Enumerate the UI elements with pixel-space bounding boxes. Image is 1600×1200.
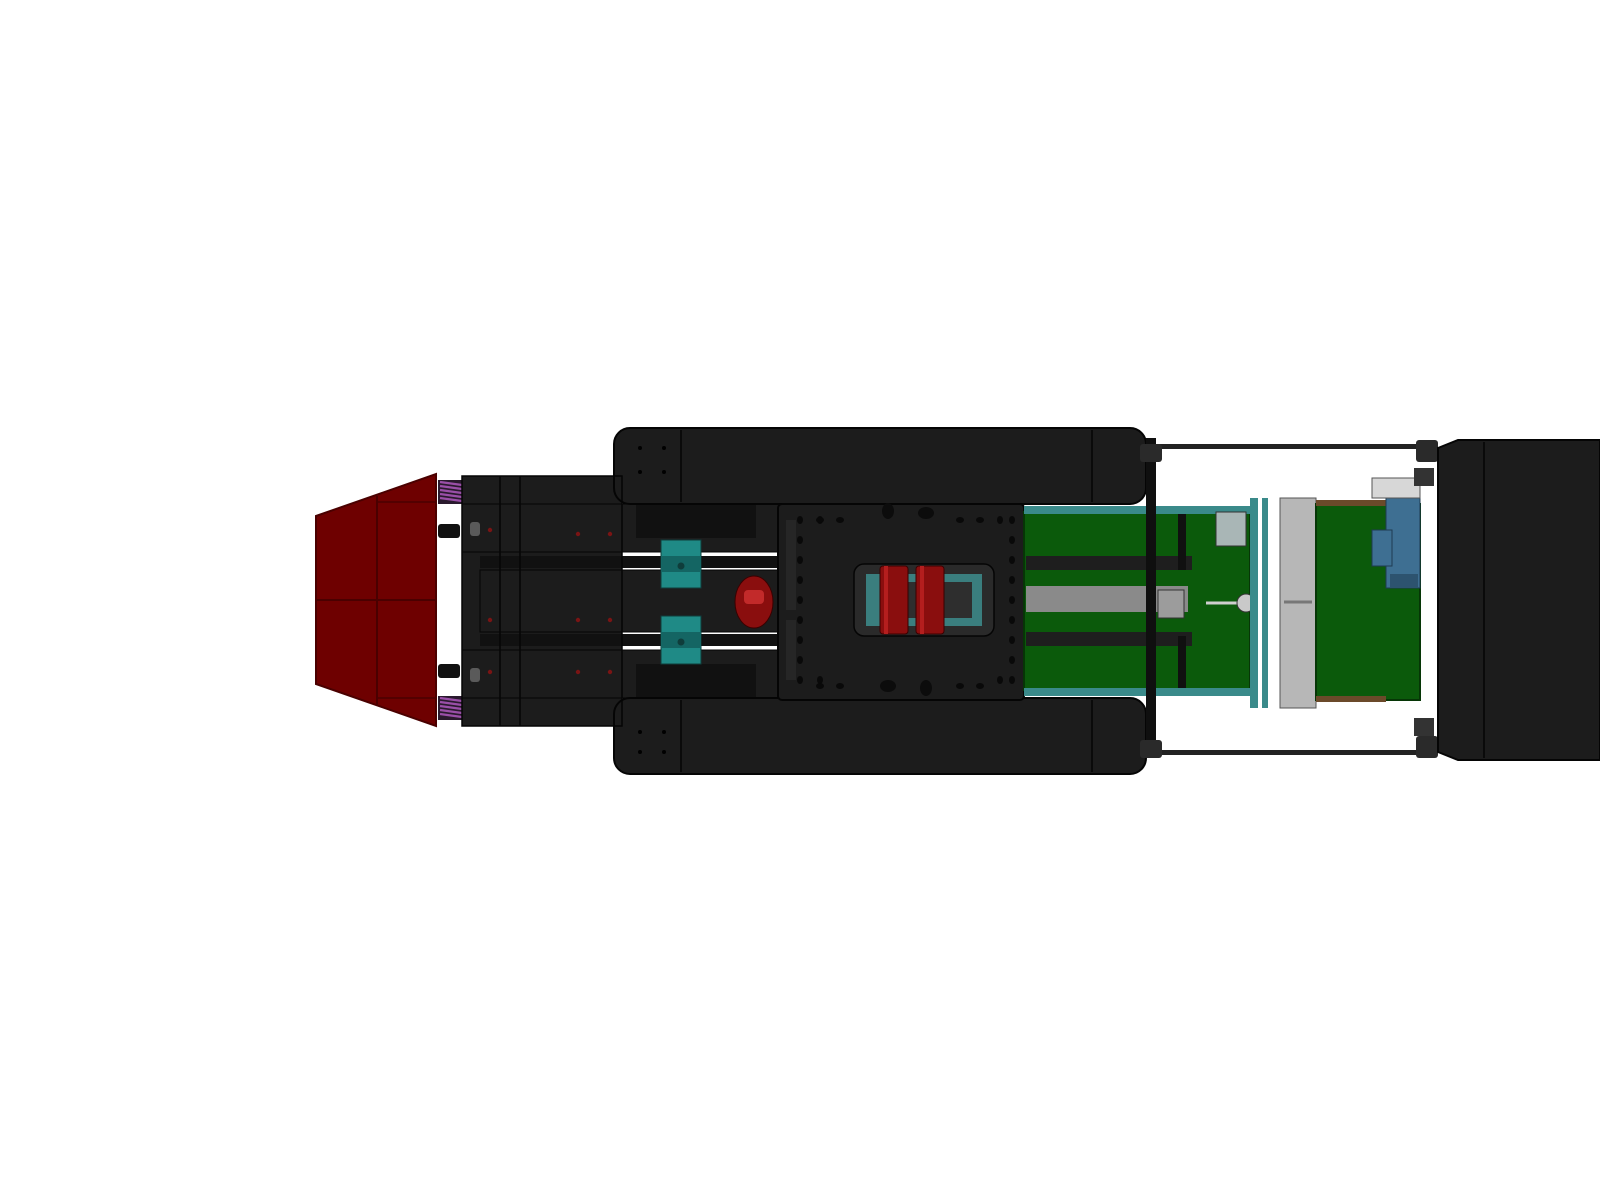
plate-hole — [1009, 656, 1015, 664]
plate-hole — [797, 676, 803, 684]
plate-holes — [797, 516, 1015, 689]
plate-hole — [956, 683, 964, 689]
plate-hole — [797, 596, 803, 604]
plate-hole — [797, 556, 803, 564]
scoop-bucket — [315, 472, 437, 728]
plate-hole — [1009, 636, 1015, 644]
plate-hole — [976, 683, 984, 689]
frame-dot — [575, 669, 581, 675]
frame-rail-bottom — [480, 634, 790, 646]
frame-dot — [487, 669, 493, 675]
plate-hole — [1009, 536, 1015, 544]
frame-dot — [575, 617, 581, 623]
frame-dot — [607, 531, 613, 537]
frame-dot — [487, 527, 493, 533]
frame-dot — [575, 531, 581, 537]
red-actuator — [734, 575, 774, 629]
center-mounting-plate — [777, 503, 1025, 701]
plate-hole — [836, 517, 844, 523]
plate-hole — [1009, 676, 1015, 684]
pivot-pin-bottom — [438, 664, 460, 678]
plate-hole — [1009, 616, 1015, 624]
divider-rail — [1250, 498, 1258, 708]
pivot-pin-top — [438, 524, 460, 538]
sensor-module — [1215, 511, 1247, 547]
spring-bottom — [438, 696, 464, 720]
bucket-springs — [438, 480, 464, 720]
bolt-left-top — [470, 522, 480, 536]
frame-dot — [487, 617, 493, 623]
rail-frame-top — [1024, 506, 1250, 514]
plate-slot-top-left — [882, 503, 894, 519]
plate-hole — [797, 516, 803, 524]
spring-top — [438, 480, 464, 504]
plate-hole — [997, 676, 1003, 684]
bearing-bottom — [660, 615, 702, 665]
plate-hole — [997, 516, 1003, 524]
plate-hole — [816, 683, 824, 689]
plate-hole — [817, 676, 823, 684]
track-bottom — [613, 697, 1147, 775]
plate-hole — [797, 656, 803, 664]
plate-slot-bottom-right — [920, 680, 932, 696]
linear-bearings — [660, 539, 702, 665]
carriage-block — [1157, 589, 1185, 619]
rear-battery-box — [1437, 439, 1600, 761]
electronics-bay — [1023, 477, 1421, 709]
linear-rail-top — [1026, 556, 1192, 570]
rear-frame-outline — [461, 475, 623, 727]
frame-dot — [607, 669, 613, 675]
frame-fastener-dots — [487, 527, 613, 675]
plate-hole — [1009, 596, 1015, 604]
divider-rail-2 — [1262, 498, 1268, 708]
drive-motor — [1371, 477, 1421, 589]
track-top — [613, 427, 1147, 505]
plate-hole — [816, 517, 824, 523]
plate-hole — [797, 616, 803, 624]
plate-hole — [976, 517, 984, 523]
plate-hole — [836, 683, 844, 689]
bearing-top — [660, 539, 702, 589]
plate-hole — [956, 517, 964, 523]
plate-hole — [1009, 516, 1015, 524]
rail-frame-bottom — [1024, 688, 1250, 696]
rear-rods — [1140, 438, 1438, 758]
plate-hole — [797, 536, 803, 544]
plate-hole — [797, 576, 803, 584]
plate-slot-bottom-left — [880, 680, 896, 692]
linear-rail-bottom — [1026, 632, 1192, 646]
plate-hole — [797, 636, 803, 644]
plate-hole — [1009, 576, 1015, 584]
plate-slot-top-right — [918, 507, 934, 519]
bolt-left-bottom — [470, 668, 480, 682]
plate-hole — [1009, 556, 1015, 564]
frame-rail-top — [480, 556, 790, 568]
frame-dot — [607, 617, 613, 623]
